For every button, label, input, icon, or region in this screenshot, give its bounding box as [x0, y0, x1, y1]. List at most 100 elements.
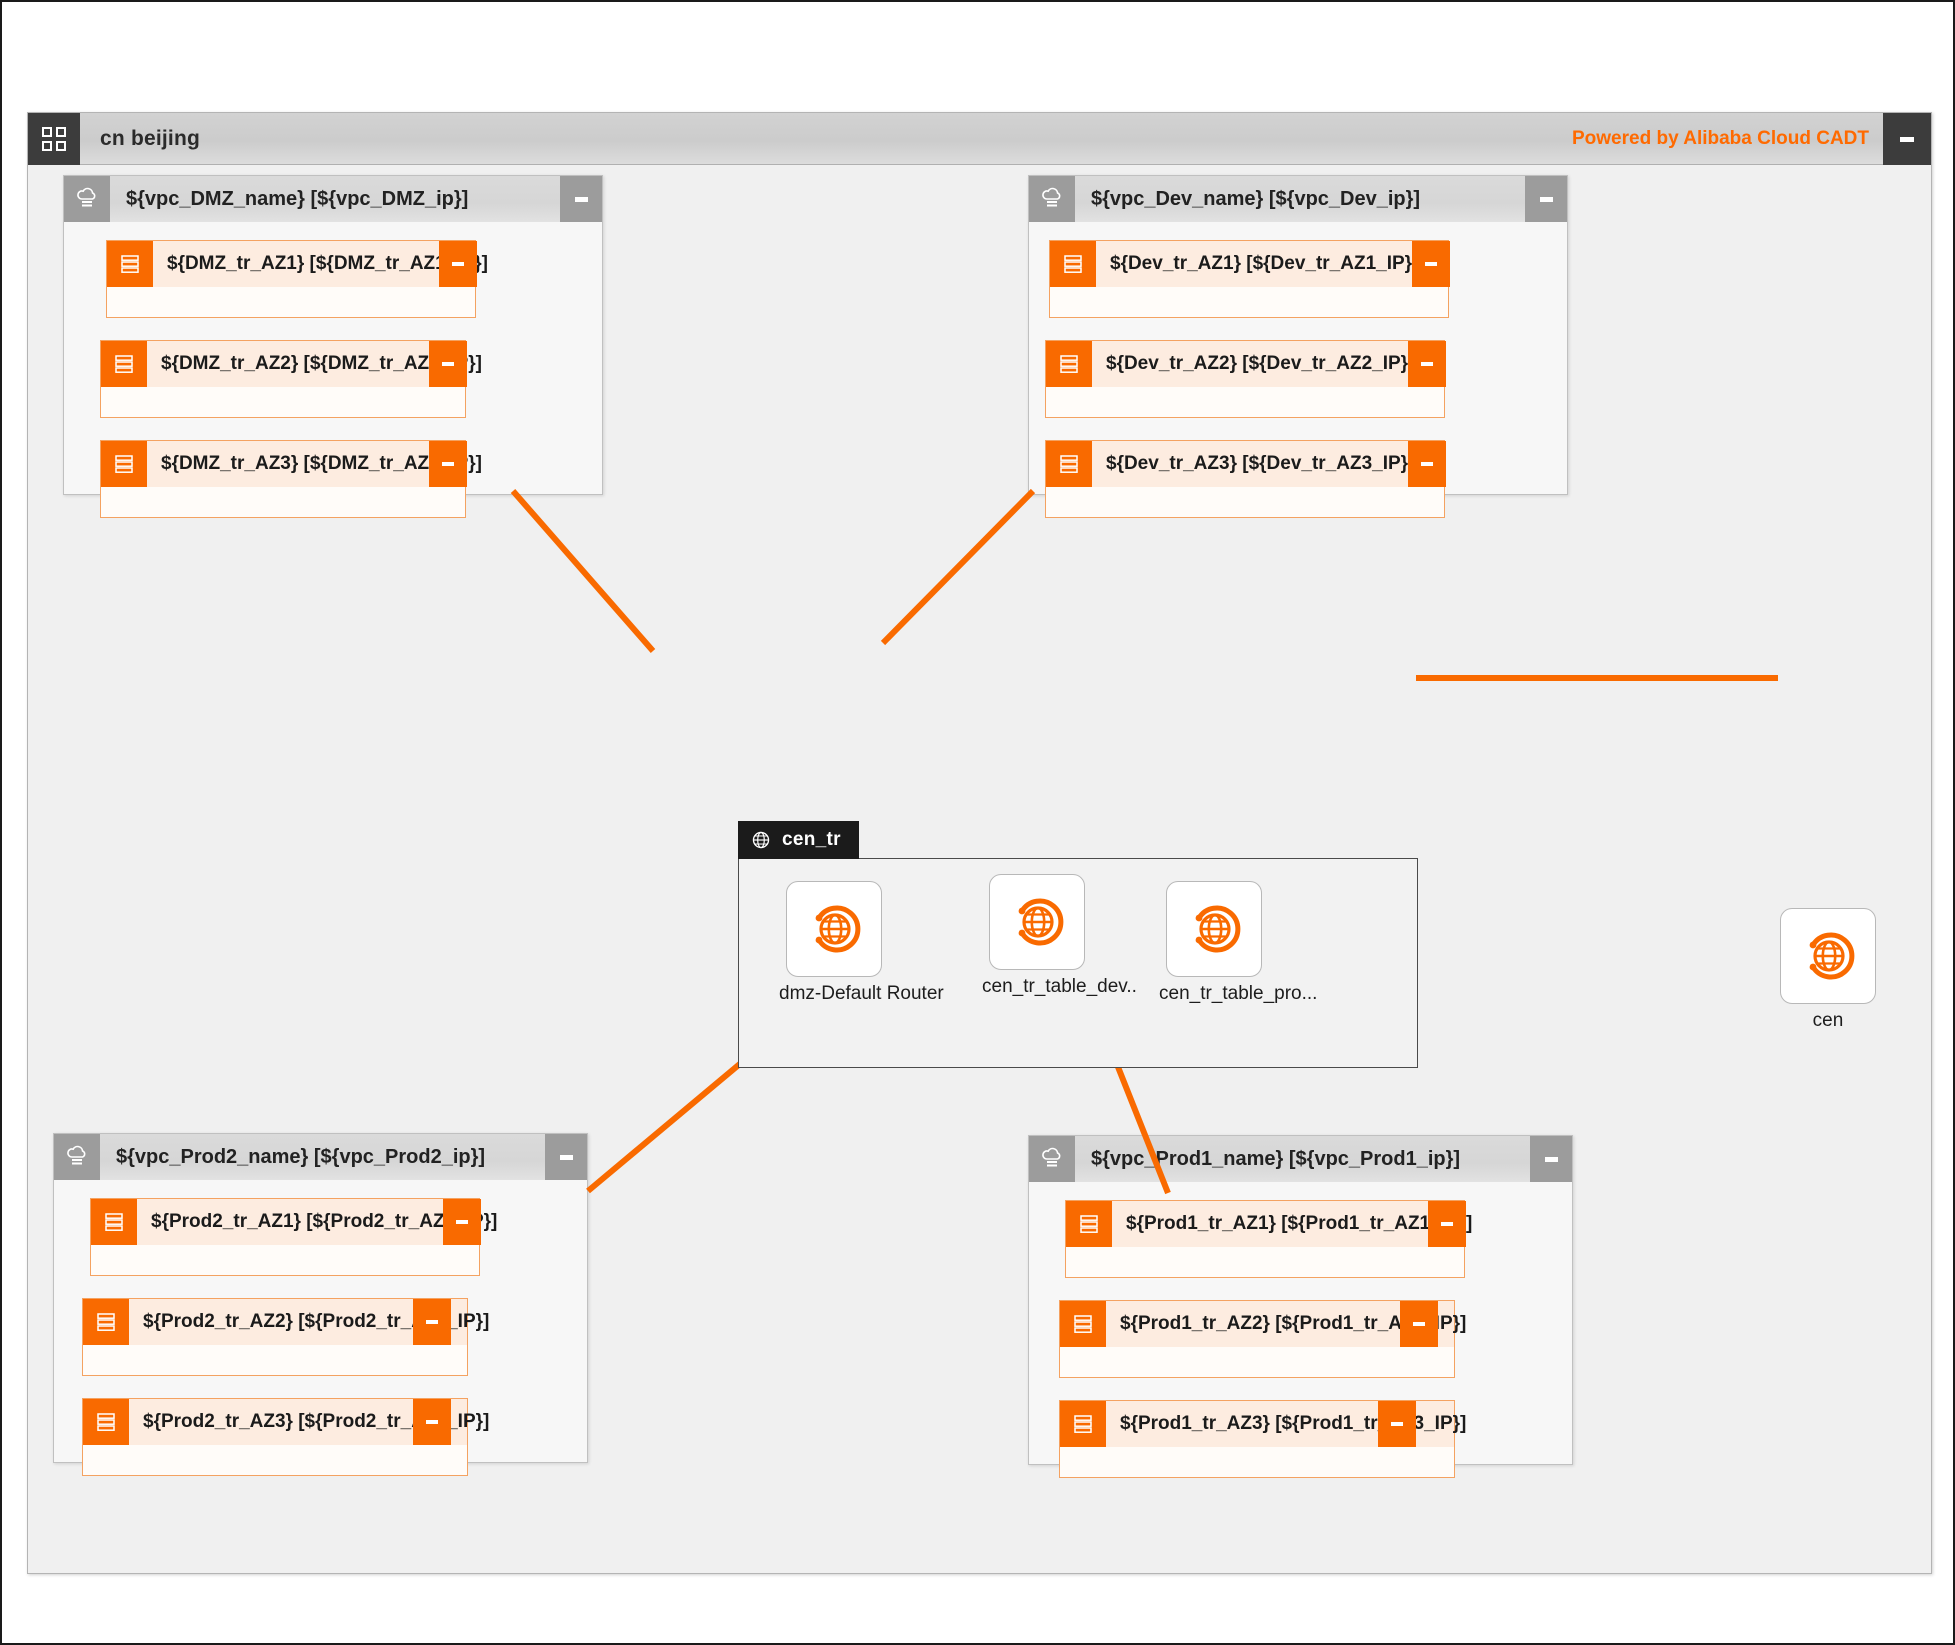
link-dev-to-table-dev — [880, 488, 1036, 646]
vswitch-prod1-az1[interactable]: ${Prod1_tr_AZ1} [${Prod1_tr_AZ1_IP}] — [1065, 1200, 1472, 1278]
cen-transit-router-container[interactable]: cen_tr dmz-Default Router — [738, 821, 1418, 1068]
vswitch-body — [83, 1345, 467, 1375]
vswitch-title: ${Prod1_tr_AZ1} [${Prod1_tr_AZ1_IP}] — [1126, 1213, 1473, 1234]
vswitch-header: ${Prod2_tr_AZ1} [${Prod2_tr_AZ1_IP}] — [91, 1199, 497, 1245]
vswitch-collapse-button[interactable] — [413, 1299, 451, 1345]
vswitch-collapse-button[interactable] — [443, 1199, 481, 1245]
vswitch-icon — [1066, 1201, 1112, 1247]
vswitch-dmz-az2[interactable]: ${DMZ_tr_AZ2} [${DMZ_tr_AZ2_IP}] — [100, 340, 482, 418]
vpc-title-prod1: ${vpc_Prod1_name} [${vpc_Prod1_ip}] — [1091, 1147, 1461, 1170]
vswitch-dmz-az1[interactable]: ${DMZ_tr_AZ1} [${DMZ_tr_AZ1_IP}] — [106, 240, 488, 318]
vswitch-header: ${DMZ_tr_AZ2} [${DMZ_tr_AZ2_IP}] — [101, 341, 482, 387]
cen-node[interactable]: cen — [1773, 908, 1883, 1032]
vswitch-collapse-button[interactable] — [429, 441, 467, 487]
vswitch-collapse-button[interactable] — [1378, 1401, 1416, 1447]
router-node-cen-tr-table-pro[interactable]: cen_tr_table_pro... — [1159, 881, 1318, 1005]
vpc-header-prod1: ${vpc_Prod1_name} [${vpc_Prod1_ip}] — [1029, 1136, 1572, 1182]
vpc-cloud-icon — [1029, 176, 1075, 222]
router-node-cen-tr-table-dev[interactable]: cen_tr_table_dev.. — [982, 874, 1137, 998]
vswitch-title: ${Dev_tr_AZ2} [${Dev_tr_AZ2_IP}] — [1106, 353, 1415, 374]
vswitch-icon — [1046, 341, 1092, 387]
vswitch-prod2-az2[interactable]: ${Prod2_tr_AZ2} [${Prod2_tr_AZ2_IP}] — [82, 1298, 489, 1376]
vswitch-header: ${DMZ_tr_AZ1} [${DMZ_tr_AZ1_IP}] — [107, 241, 488, 287]
vswitch-header: ${Prod1_tr_AZ2} [${Prod1_tr_AZ2_IP}] — [1060, 1301, 1466, 1347]
vpc-collapse-button-prod1[interactable] — [1530, 1136, 1572, 1182]
vswitch-title: ${DMZ_tr_AZ1} [${DMZ_tr_AZ1_IP}] — [167, 253, 488, 274]
vswitch-body — [1050, 287, 1448, 317]
vswitch-body — [101, 387, 465, 417]
vswitch-icon — [101, 341, 147, 387]
vswitch-icon — [83, 1399, 129, 1445]
vpc-panel-dmz[interactable]: ${vpc_DMZ_name} [${vpc_DMZ_ip}] ${DMZ_ — [63, 175, 603, 518]
router-label: dmz-Default Router — [779, 983, 944, 1004]
vswitch-collapse-button[interactable] — [1428, 1201, 1466, 1247]
vswitch-body — [107, 287, 475, 317]
vswitch-prod1-az2[interactable]: ${Prod1_tr_AZ2} [${Prod1_tr_AZ2_IP}] — [1059, 1300, 1466, 1378]
vswitch-icon — [1060, 1301, 1106, 1347]
cen-router-icon[interactable] — [989, 874, 1085, 970]
vpc-title-dev: ${vpc_Dev_name} [${vpc_Dev_ip}] — [1091, 187, 1421, 210]
vpc-cloud-icon — [54, 1134, 100, 1180]
vswitch-icon — [1050, 241, 1096, 287]
vswitch-collapse-button[interactable] — [413, 1399, 451, 1445]
vswitch-prod2-az1[interactable]: ${Prod2_tr_AZ1} [${Prod2_tr_AZ1_IP}] — [90, 1198, 497, 1276]
vswitch-collapse-button[interactable] — [1400, 1301, 1438, 1347]
router-label: cen_tr_table_pro... — [1159, 983, 1318, 1004]
globe-icon — [752, 831, 770, 849]
vswitch-collapse-button[interactable] — [439, 241, 477, 287]
vpc-panel-dev[interactable]: ${vpc_Dev_name} [${vpc_Dev_ip}] ${Dev_ — [1028, 175, 1568, 518]
vswitch-icon — [1060, 1401, 1106, 1447]
vswitch-dev-az2[interactable]: ${Dev_tr_AZ2} [${Dev_tr_AZ2_IP}] — [1045, 340, 1446, 418]
cen-router-icon[interactable] — [786, 881, 882, 977]
router-label: cen_tr_table_dev.. — [982, 976, 1137, 997]
router-node-dmz-default-router[interactable]: dmz-Default Router — [779, 881, 944, 1005]
vswitch-body — [1060, 1347, 1454, 1377]
vswitch-dmz-az3[interactable]: ${DMZ_tr_AZ3} [${DMZ_tr_AZ3_IP}] — [100, 440, 482, 518]
vswitch-dev-az3[interactable]: ${Dev_tr_AZ3} [${Dev_tr_AZ3_IP}] — [1045, 440, 1446, 518]
vswitch-dev-az1[interactable]: ${Dev_tr_AZ1} [${Dev_tr_AZ1_IP}] — [1049, 240, 1450, 318]
region-collapse-button[interactable] — [1883, 113, 1931, 165]
vpc-collapse-button-dev[interactable] — [1525, 176, 1567, 222]
vswitch-body — [1046, 387, 1444, 417]
cen-icon[interactable] — [1780, 908, 1876, 1004]
vswitch-title: ${DMZ_tr_AZ3} [${DMZ_tr_AZ3_IP}] — [161, 453, 482, 474]
vswitch-prod1-az3[interactable]: ${Prod1_tr_AZ3} [${Prod1_tr_AZ3_IP}] — [1059, 1400, 1466, 1478]
vswitch-collapse-button[interactable] — [1408, 441, 1446, 487]
vswitch-prod2-az3[interactable]: ${Prod2_tr_AZ3} [${Prod2_tr_AZ3_IP}] — [82, 1398, 489, 1476]
vswitch-header: ${Prod1_tr_AZ1} [${Prod1_tr_AZ1_IP}] — [1066, 1201, 1472, 1247]
vswitch-header: ${Prod2_tr_AZ3} [${Prod2_tr_AZ3_IP}] — [83, 1399, 489, 1445]
vswitch-collapse-button[interactable] — [429, 341, 467, 387]
vswitch-header: ${Prod2_tr_AZ2} [${Prod2_tr_AZ2_IP}] — [83, 1299, 489, 1345]
vswitch-title: ${Prod2_tr_AZ1} [${Prod2_tr_AZ1_IP}] — [151, 1211, 498, 1232]
vpc-cloud-icon — [64, 176, 110, 222]
region-cn-beijing: cn beijing Powered by Alibaba Cloud CADT — [27, 112, 1932, 1574]
region-header: cn beijing Powered by Alibaba Cloud CADT — [28, 112, 1931, 165]
vpc-body-prod2: ${Prod2_tr_AZ1} [${Prod2_tr_AZ1_IP}] — [54, 1180, 587, 1476]
vpc-panel-prod1[interactable]: ${vpc_Prod1_name} [${vpc_Prod1_ip}] ${ — [1028, 1135, 1573, 1478]
vswitch-header: ${DMZ_tr_AZ3} [${DMZ_tr_AZ3_IP}] — [101, 441, 482, 487]
vswitch-title: ${Prod2_tr_AZ2} [${Prod2_tr_AZ2_IP}] — [143, 1311, 490, 1332]
vswitch-collapse-button[interactable] — [1412, 241, 1450, 287]
region-title: cn beijing — [100, 126, 201, 150]
cen-router-icon[interactable] — [1166, 881, 1262, 977]
vswitch-body — [1046, 487, 1444, 517]
vpc-cloud-icon — [1029, 1136, 1075, 1182]
vpc-header-dev: ${vpc_Dev_name} [${vpc_Dev_ip}] — [1029, 176, 1567, 222]
vswitch-collapse-button[interactable] — [1408, 341, 1446, 387]
vpc-collapse-button-prod2[interactable] — [545, 1134, 587, 1180]
vswitch-body — [1066, 1247, 1464, 1277]
vpc-header-dmz: ${vpc_DMZ_name} [${vpc_DMZ_ip}] — [64, 176, 602, 222]
vswitch-body — [1060, 1447, 1454, 1477]
vswitch-title: ${Prod1_tr_AZ2} [${Prod1_tr_AZ2_IP}] — [1120, 1313, 1467, 1334]
vswitch-title: ${Prod2_tr_AZ3} [${Prod2_tr_AZ3_IP}] — [143, 1411, 490, 1432]
vswitch-body — [101, 487, 465, 517]
vswitch-header: ${Dev_tr_AZ2} [${Dev_tr_AZ2_IP}] — [1046, 341, 1446, 387]
vswitch-icon — [83, 1299, 129, 1345]
vpc-title-prod2: ${vpc_Prod2_name} [${vpc_Prod2_ip}] — [116, 1145, 486, 1168]
vpc-collapse-button-dmz[interactable] — [560, 176, 602, 222]
vswitch-icon — [107, 241, 153, 287]
vpc-panel-prod2[interactable]: ${vpc_Prod2_name} [${vpc_Prod2_ip}] ${ — [53, 1133, 588, 1476]
vswitch-icon — [101, 441, 147, 487]
vpc-body-dev: ${Dev_tr_AZ1} [${Dev_tr_AZ1_IP}] — [1029, 222, 1567, 518]
